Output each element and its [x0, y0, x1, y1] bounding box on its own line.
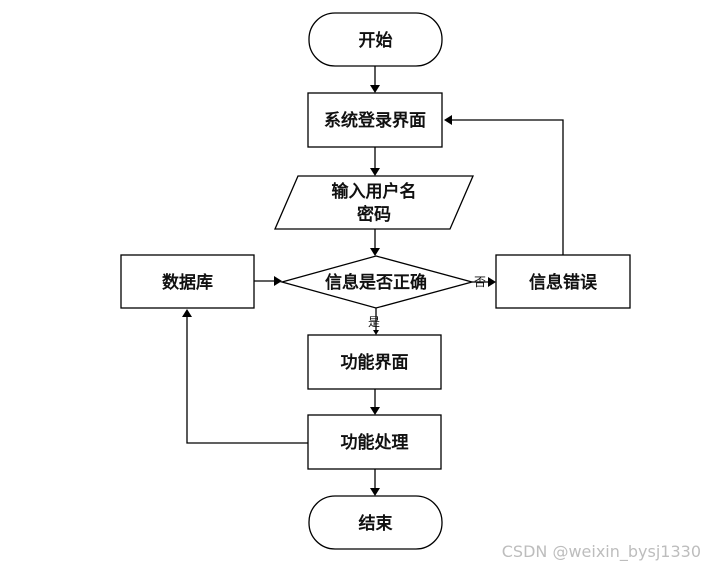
edge-check-yes-to-function-ui [373, 308, 379, 335]
function-ui-box [307, 334, 442, 390]
start-label: 开始 [359, 30, 393, 51]
edge-proc-to-database [182, 309, 308, 444]
edge-proc-to-end [370, 469, 380, 496]
watermark: CSDN @weixin_bysj1330 [501, 542, 701, 561]
function-proc-box [307, 414, 442, 470]
input-label-line2: 密码 [357, 204, 391, 225]
edge-input-to-check [370, 229, 380, 256]
end-terminal [308, 495, 443, 550]
function-proc-label: 功能处理 [341, 432, 409, 453]
input-io [274, 175, 474, 230]
edge-login-to-input [370, 147, 380, 176]
edge-function-ui-to-proc [370, 389, 380, 415]
edge-label-no: 否 [474, 275, 486, 289]
error-label: 信息错误 [529, 272, 598, 293]
edge-error-to-login [444, 115, 564, 255]
function-ui-label: 功能界面 [341, 352, 409, 373]
login-label: 系统登录界面 [324, 110, 426, 131]
check-label: 信息是否正确 [325, 272, 427, 293]
login-process [307, 92, 443, 148]
edge-database-to-check [254, 276, 282, 286]
end-label: 结束 [359, 513, 393, 534]
database-label: 数据库 [162, 272, 213, 293]
edge-start-to-login [370, 66, 380, 93]
edge-label-yes: 是 [368, 315, 380, 329]
database-box [120, 254, 255, 309]
edge-check-no-to-error [472, 277, 496, 287]
input-label-line1: 输入用户名 [332, 181, 417, 202]
